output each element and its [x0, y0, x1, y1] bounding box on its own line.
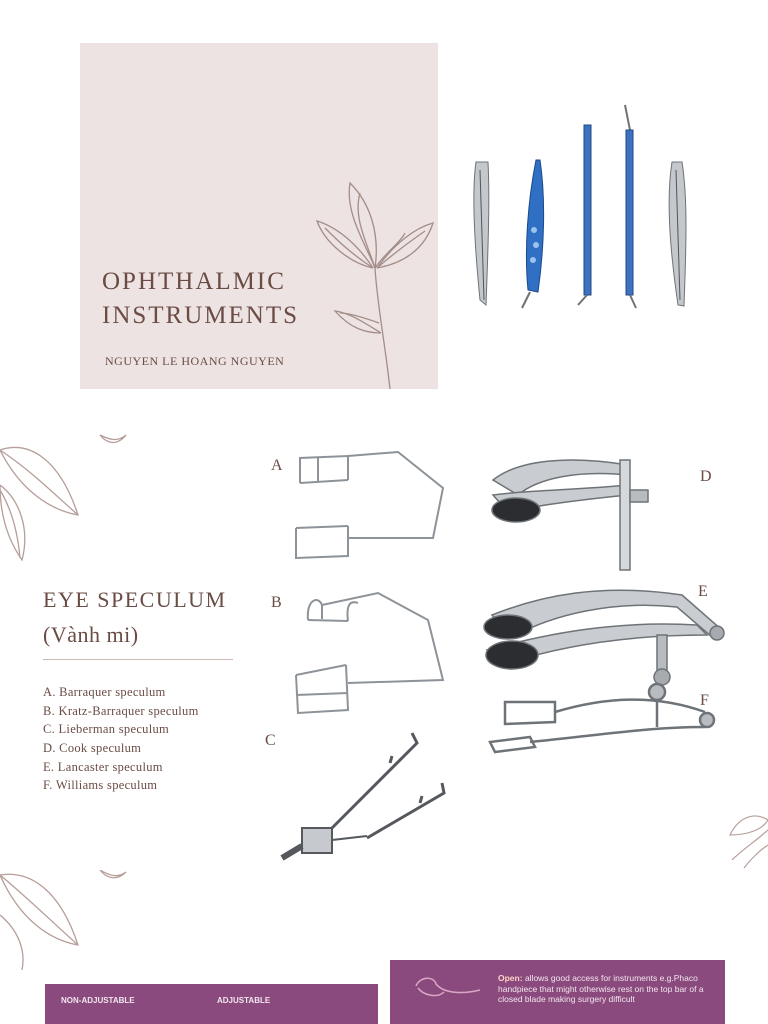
- forceps-icon: [668, 161, 687, 307]
- figure-label-e: E: [698, 583, 708, 600]
- section-subtitle: (Vành mi): [43, 622, 139, 647]
- list-item: F. Williams speculum: [43, 778, 158, 793]
- open-label: Open:: [498, 973, 523, 983]
- open-description: Open: allows good access for instruments…: [498, 973, 718, 1005]
- open-text: allows good access for instruments e.g.P…: [498, 973, 704, 1004]
- figure-label-b: B: [271, 594, 282, 611]
- non-adjustable-heading: NON-ADJUSTABLE: [61, 996, 135, 1005]
- speculum-types-banner: NON-ADJUSTABLE ADJUSTABLE: [45, 984, 378, 1024]
- instruments-photo: [473, 104, 687, 309]
- open-blade-banner: Open: allows good access for instruments…: [390, 960, 725, 1024]
- blue-instrument-icon: [577, 124, 592, 306]
- eye-speculum-slide: EYE SPECULUM (Vành mi) A. Barraquer spec…: [0, 430, 768, 870]
- forceps-icon: [473, 161, 490, 307]
- williams-speculum-image: [488, 682, 716, 754]
- wire-speculum-icon: [415, 977, 481, 997]
- kratz-barraquer-speculum-image: [295, 591, 445, 715]
- figure-label-f: F: [700, 692, 709, 709]
- list-item: E. Lancaster speculum: [43, 759, 163, 774]
- leaf-decoration-icon: [729, 815, 768, 869]
- speculum-list: A. Barraquer speculum B. Kratz-Barraquer…: [43, 685, 199, 797]
- leaf-decoration-icon: [0, 870, 127, 970]
- title-slide: OPHTHALMIC INSTRUMENTS NGUYEN LE HOANG N…: [0, 0, 768, 420]
- blue-instrument-icon: [624, 104, 637, 309]
- speculum-types-slide: NON-ADJUSTABLE ADJUSTABLE Open: allows g…: [0, 870, 768, 1024]
- figure-label-d: D: [700, 468, 712, 485]
- leaf-decoration-icon: [0, 434, 127, 562]
- lieberman-speculum-image: [280, 732, 446, 861]
- adjustable-heading: ADJUSTABLE: [217, 996, 271, 1005]
- list-item: B. Kratz-Barraquer speculum: [43, 703, 199, 718]
- list-item: D. Cook speculum: [43, 741, 142, 756]
- figure-label-c: C: [265, 732, 276, 749]
- flower-illustration-icon: [315, 181, 434, 389]
- list-item: C. Lieberman speculum: [43, 722, 170, 737]
- blue-forceps-icon: [521, 159, 545, 309]
- page-title: OPHTHALMIC INSTRUMENTS: [102, 268, 300, 329]
- list-item: A. Barraquer speculum: [43, 685, 166, 699]
- lancaster-speculum-image: [483, 589, 725, 686]
- cook-speculum-image: [491, 459, 649, 571]
- figure-label-a: A: [271, 457, 283, 474]
- divider: [43, 659, 233, 660]
- title-card: OPHTHALMIC INSTRUMENTS NGUYEN LE HOANG N…: [80, 43, 438, 389]
- author-name: NGUYEN LE HOANG NGUYEN: [105, 354, 285, 368]
- barraquer-speculum-image: [295, 450, 445, 560]
- section-title: EYE SPECULUM: [43, 587, 227, 612]
